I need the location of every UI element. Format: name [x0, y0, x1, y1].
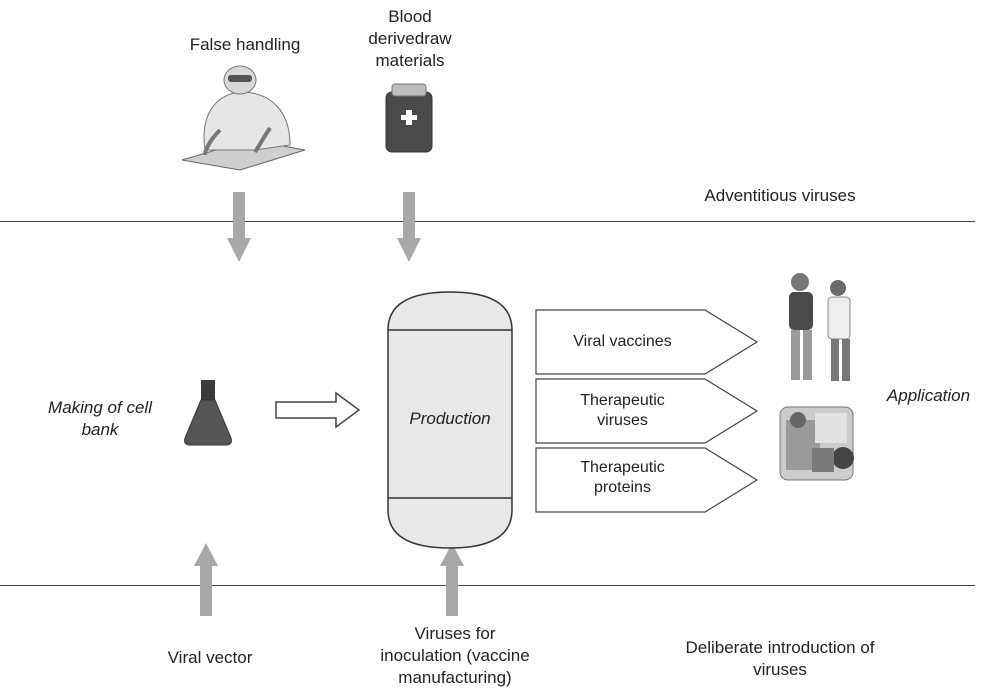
output-arrow-vaccines	[535, 309, 759, 375]
label-deliberate: Deliberate introduction of viruses	[685, 638, 875, 679]
label-adventitious-viruses: Adventitious viruses	[704, 186, 856, 205]
bottom-divider	[0, 585, 975, 586]
label-production: Production	[409, 409, 491, 428]
output-label-vaccines: Viral vaccines	[573, 333, 672, 350]
label-inoculation: Viruses for inoculation (vaccine manufac…	[380, 624, 530, 687]
label-application: Application	[886, 386, 971, 405]
output-arrow-proteins	[535, 447, 759, 513]
production-tank	[387, 291, 513, 549]
arrow-blood-materials	[397, 192, 421, 262]
arrow-false-handling	[227, 192, 251, 262]
output-label-viruses: Therapeutic viruses	[580, 392, 665, 429]
label-blood-materials: Blood derivedraw materials	[368, 7, 452, 70]
flask-icon	[184, 380, 232, 446]
arrow-viral-vector	[194, 543, 218, 616]
label-cell-bank: Making of cell bank	[48, 398, 152, 439]
doctor-patient-icon	[789, 273, 851, 381]
label-false-handling: False handling	[189, 35, 301, 54]
arrow-inoculation	[440, 543, 464, 616]
output-label-proteins: Therapeutic proteins	[580, 459, 665, 496]
surgery-icon	[779, 406, 854, 481]
top-divider	[0, 221, 975, 222]
blood-bag-icon	[385, 83, 433, 153]
hollow-arrow	[275, 391, 361, 429]
lab-worker-icon	[181, 65, 306, 171]
label-viral-vector: Viral vector	[167, 648, 253, 667]
output-arrow-viruses	[535, 378, 759, 444]
